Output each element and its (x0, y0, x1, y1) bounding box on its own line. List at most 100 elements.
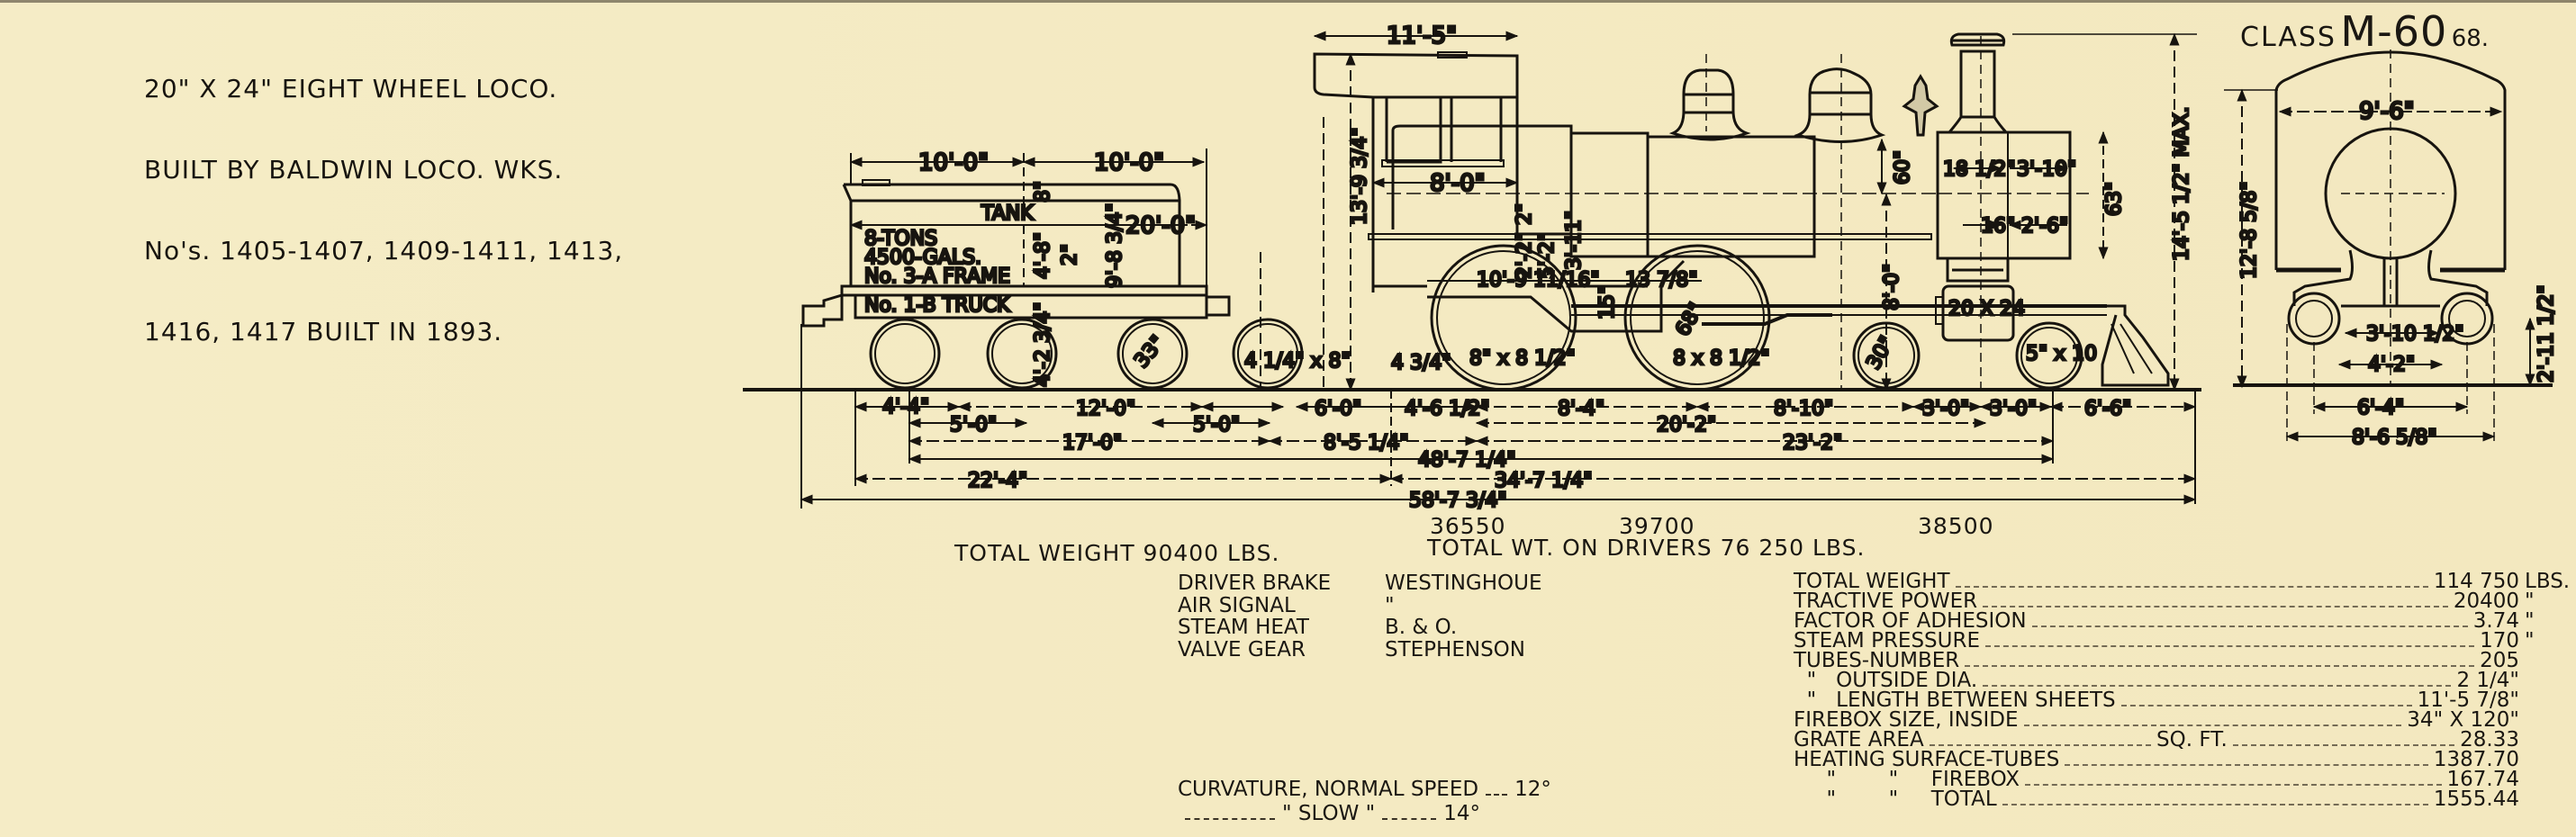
description-line: BUILT BY BALDWIN LOCO. WKS. (144, 155, 564, 184)
pilot (2098, 304, 2170, 387)
dim-row1: 4'-6 1/2" (1405, 398, 1490, 420)
spec-value: 170 (2480, 629, 2519, 652)
dim-journal: 4 1/4" x 8" (1244, 350, 1351, 373)
dim-cyl-c: 5'-2" (1536, 232, 1559, 279)
dim-row1: 8'-10" (1774, 398, 1833, 420)
spec-label: TRACTIVE POWER (1794, 590, 1978, 613)
class-label: CLASS M-60 68. (2240, 7, 2489, 56)
spec-row: " " TOTAL 1555.44 (1794, 788, 2568, 811)
curvature-list: CURVATURE, NORMAL SPEED 12° " SLOW " 14° (1178, 778, 1551, 826)
axle-weight-3: 38500 (1918, 513, 1994, 539)
spec-row: " LENGTH BETWEEN SHEETS 11'-5 7/8" (1794, 688, 2568, 712)
running-board (1368, 233, 1932, 240)
dim-tender-half-2: 10'-0" (1094, 149, 1164, 176)
dim-row5: 34'-7 1/4" (1495, 470, 1593, 492)
dim-cab-roof: 11'-5" (1387, 22, 1457, 50)
dim-row4: 48'-7 1/4" (1418, 449, 1516, 472)
spec-value: 167.74 (2446, 768, 2519, 791)
dim-row6: 58'-7 3/4" (1409, 490, 1507, 512)
description-line: 20" X 24" EIGHT WHEEL LOCO. (144, 74, 558, 104)
spec-unit: " (2525, 629, 2535, 652)
curvature-label: " SLOW " (1282, 802, 1376, 825)
dim-tender-deck: 4'-2 3/4" (1032, 302, 1054, 388)
truck-label: No. 1-B TRUCK (864, 294, 1010, 317)
spec-label: " LENGTH BETWEEN SHEETS (1794, 688, 2116, 712)
spec-value: 20400 (2453, 590, 2519, 613)
locomotive-description: 20" X 24" EIGHT WHEEL LOCO. BUILT BY BAL… (144, 22, 623, 373)
dim-row1: 3'-0" (1922, 398, 1969, 420)
dim-cyl-d: 3'-11" (1563, 211, 1586, 270)
tender-hatch (862, 179, 890, 186)
smokebox (1936, 130, 2072, 260)
dim-tender-length: 20'-0" (1125, 212, 1196, 239)
curvature-value: 12° (1514, 778, 1551, 801)
tank-label: TANK (981, 202, 1034, 225)
dim-frame: 2" (1059, 244, 1081, 266)
dim-dome: 60" (1892, 150, 1914, 184)
class-suffix: 68. (2451, 25, 2490, 52)
tender-wheel (986, 318, 1058, 390)
end-view (2274, 50, 2535, 446)
spec-label: TOTAL WEIGHT (1794, 570, 1950, 593)
spec-label: " " TOTAL (1794, 788, 1997, 811)
truck-wheel (2015, 321, 2083, 390)
equipment-label: STEAM HEAT (1178, 616, 1309, 639)
driving-wheel (1430, 244, 1577, 392)
spec-label: " " FIREBOX (1794, 768, 2020, 791)
description-line: No's. 1405-1407, 1409-1411, 1413, (144, 236, 624, 266)
tender-top (844, 183, 1181, 203)
dim-max-height: 14'-5 1/2" MAX. (2171, 106, 2193, 261)
dim-rod-2: 13 7/8" (1625, 269, 1698, 292)
tender-capacity-line: 8-TONS (864, 228, 937, 250)
class-number: M-60 (2340, 7, 2448, 56)
dim-row3: 8'-5 1/4" (1324, 432, 1409, 454)
dim-row1: 3'-0" (1990, 398, 2037, 420)
dim-cyl-b: 2'-2" (1514, 232, 1536, 279)
dim-boiler-center: 8'-0" (1881, 264, 1903, 310)
tender-wheels (869, 318, 1304, 390)
dim-end-d: 8'-6 5/8" (2352, 427, 2437, 449)
spec-label: FIREBOX SIZE, INSIDE (1794, 708, 2019, 732)
tender-total-weight: TOTAL WEIGHT 90400 LBS. (954, 540, 1280, 566)
dim-end-e: 2'-11 1/2" (2535, 285, 2558, 383)
spec-label: HEATING SURFACE-TUBES (1794, 748, 2060, 771)
dim-row2: 20'-2" (1657, 414, 1716, 436)
dim-drawbar: 4 3/4" (1391, 352, 1451, 374)
spec-value: 1555.44 (2433, 788, 2519, 811)
axle-weight-1: 36550 (1430, 513, 1506, 539)
dim-end-height: 12'-8 5/8" (2238, 182, 2261, 280)
cab-roof (1313, 52, 1519, 99)
spec-value: 1387.70 (2433, 748, 2519, 771)
tender (801, 148, 1304, 390)
equipment-row: DRIVER BRAKE WESTINGHOUE (1178, 572, 1542, 595)
axle-weight-2: 39700 (1619, 513, 1695, 539)
equipment-label: DRIVER BRAKE (1178, 572, 1332, 595)
spec-value: 11'-5 7/8" (2417, 688, 2519, 712)
curvature-row: " SLOW " 14° (1178, 802, 1551, 826)
dim-smokebox-c: 16" (1981, 215, 2015, 238)
spec-row: HEATING SURFACE-TUBES 1387.70 (1794, 748, 2568, 771)
dim-smokebox-h: 63" (2103, 182, 2126, 216)
top-border (0, 0, 2576, 3)
steam-dome (1668, 68, 1751, 141)
spec-label: GRATE AREA (1794, 728, 1924, 752)
tender-coupler (801, 292, 844, 328)
dim-row1: 6'-6" (2084, 398, 2131, 420)
dim-truck-wheel: 30" (1863, 332, 1900, 374)
equipment-label: VALVE GEAR (1178, 637, 1306, 662)
dim-tender-height: 9'-8 3/4" (1104, 203, 1126, 289)
dim-cab-width: 8'-0" (1430, 170, 1486, 197)
dim-journal-driver-1: 8" x 8 1/2" (1469, 347, 1576, 370)
dim-end-width: 9'-6" (2359, 98, 2415, 125)
spec-value: 34" X 120" (2407, 708, 2519, 732)
dim-journal-driver-2: 8 x 8 1/2" (1673, 347, 1770, 370)
spec-label: " OUTSIDE DIA. (1794, 669, 1978, 692)
curvature-value: 14° (1443, 802, 1481, 825)
spec-value: 114 750 (2433, 570, 2519, 593)
spec-value: 2 1/4" (2456, 669, 2519, 692)
dim-tank-top: 8" (1032, 181, 1054, 202)
